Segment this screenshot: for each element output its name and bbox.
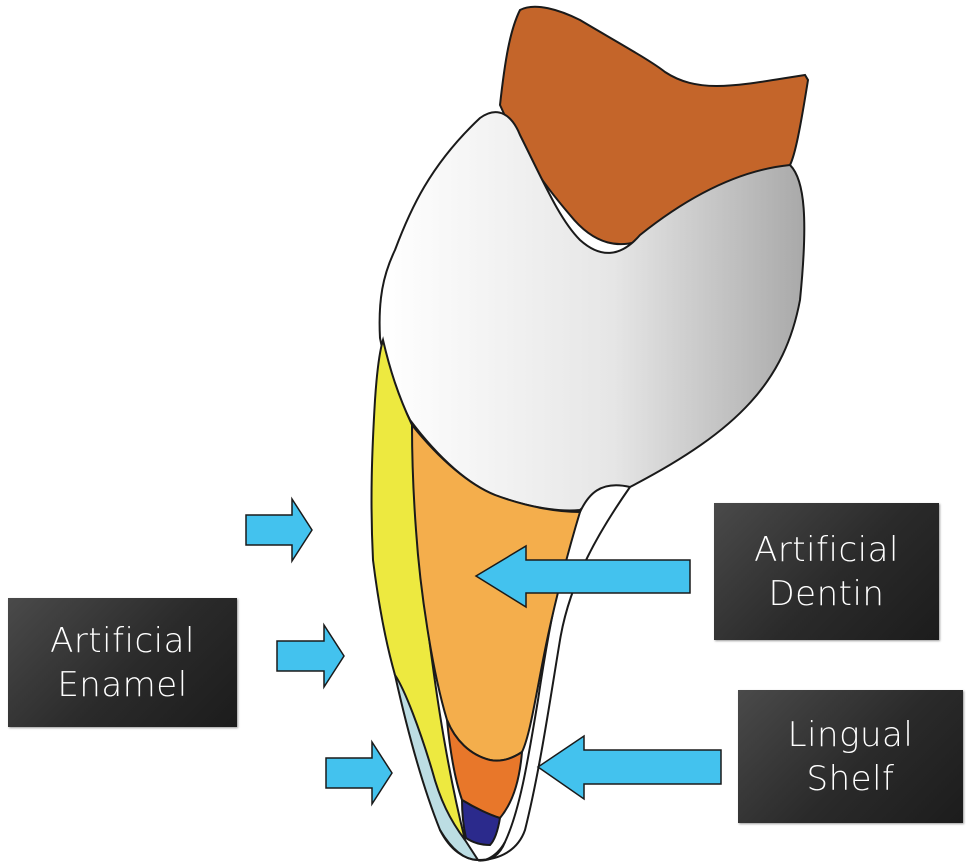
label-lingual-shelf: Lingual Shelf <box>738 690 963 823</box>
label-dentin-line2: Dentin <box>769 572 885 616</box>
label-dentin-line1: Artificial <box>754 528 899 572</box>
arrow-enamel-bottom-icon <box>326 742 392 804</box>
label-shelf-line1: Lingual <box>788 713 914 757</box>
label-enamel-line2: Enamel <box>57 663 187 707</box>
arrow-enamel-top-icon <box>246 499 312 561</box>
label-artificial-dentin: Artificial Dentin <box>714 503 939 640</box>
label-enamel-line1: Artificial <box>50 619 195 663</box>
arrow-shelf-icon <box>538 736 721 799</box>
label-artificial-enamel: Artificial Enamel <box>8 598 237 727</box>
label-shelf-line2: Shelf <box>807 757 895 801</box>
arrow-enamel-middle-icon <box>277 625 344 687</box>
